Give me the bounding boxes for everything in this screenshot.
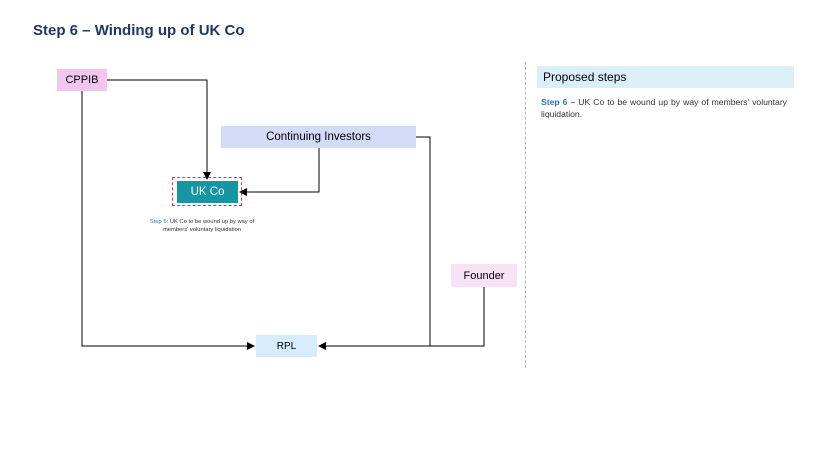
ukco-step-note: Step 6: UK Co to be wound up by way of m… xyxy=(144,219,260,234)
cppib-to-rpl-arrow xyxy=(81,91,255,350)
panel-step-text: UK Co to be wound up by way of members' … xyxy=(541,97,787,119)
slide-title: Step 6 – Winding up of UK Co xyxy=(33,22,245,39)
continuing-investors-box: Continuing Investors xyxy=(221,126,416,148)
founder-to-rpl-line xyxy=(430,287,485,347)
note-step-text: : UK Co to be wound up by way of members… xyxy=(162,219,255,233)
founder-box: Founder xyxy=(451,264,517,287)
investors-to-rpl-arrow xyxy=(318,136,431,350)
proposed-steps-text: Step 6 – UK Co to be wound up by way of … xyxy=(541,96,787,120)
cppib-box: CPPIB xyxy=(57,69,107,91)
ukco-highlight-outline xyxy=(172,177,242,206)
panel-divider xyxy=(525,62,526,368)
rpl-box: RPL xyxy=(256,335,317,357)
cppib-to-ukco-arrow xyxy=(107,79,211,180)
ukco-box: UK Co xyxy=(177,181,238,203)
panel-step-label: Step 6 – xyxy=(541,97,576,107)
proposed-steps-heading: Proposed steps xyxy=(537,66,794,88)
investors-to-ukco-arrow xyxy=(239,148,320,196)
note-step-label: Step 6 xyxy=(149,219,167,225)
